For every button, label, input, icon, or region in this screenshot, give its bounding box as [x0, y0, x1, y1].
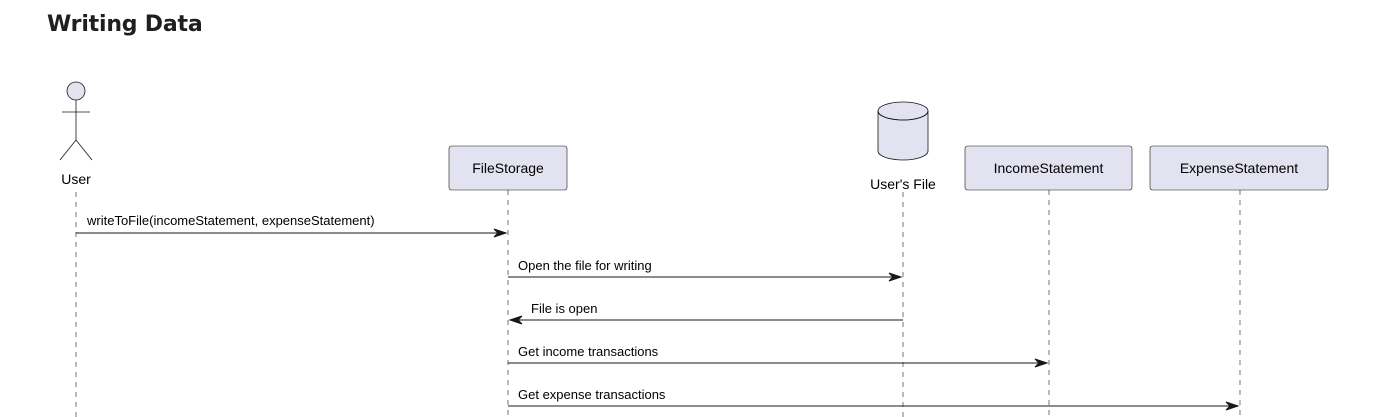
participant-expense-statement: ExpenseStatement — [1149, 145, 1329, 191]
message-arrow-3: File is open — [508, 301, 903, 325]
message-label-3: File is open — [531, 301, 597, 316]
message-arrow-1: writeToFile(incomeStatement, expenseStat… — [76, 213, 508, 238]
message-label-2: Open the file for writing — [518, 258, 652, 273]
participant-expense-statement-label: ExpenseStatement — [1180, 160, 1298, 176]
message-arrow-2: Open the file for writing — [508, 258, 903, 282]
message-arrow-4: Get income transactions — [508, 344, 1049, 368]
database-icon — [877, 101, 929, 161]
participant-file-storage: FileStorage — [448, 145, 568, 191]
message-label-5: Get expense transactions — [518, 387, 666, 402]
participant-income-statement: IncomeStatement — [964, 145, 1133, 191]
user-actor-icon — [59, 81, 93, 161]
participant-file-storage-label: FileStorage — [472, 160, 544, 176]
page-title: Writing Data — [47, 12, 203, 37]
participant-income-statement-label: IncomeStatement — [994, 160, 1104, 176]
participant-user-label: User — [61, 171, 91, 187]
participant-users-file-label: User's File — [870, 176, 936, 192]
message-label-4: Get income transactions — [518, 344, 659, 359]
message-arrow-5: Get expense transactions — [508, 387, 1240, 411]
message-label-1: writeToFile(incomeStatement, expenseStat… — [86, 213, 375, 228]
